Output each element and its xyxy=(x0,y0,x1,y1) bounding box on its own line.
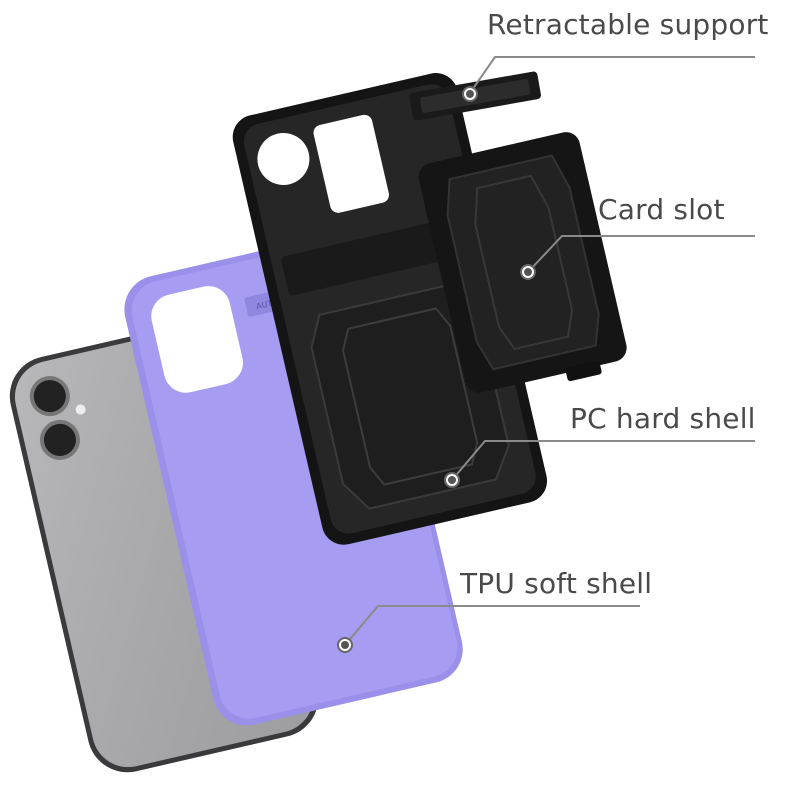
card-slot xyxy=(418,132,627,393)
callout-tpu-soft-shell xyxy=(344,605,640,646)
label-pc-hard-shell: PC hard shell xyxy=(570,402,756,435)
camera-lens-bottom xyxy=(39,419,80,460)
callout-pc-hard-shell xyxy=(451,440,755,481)
label-tpu-soft-shell: TPU soft shell xyxy=(460,567,653,600)
callout-retractable-support xyxy=(469,56,755,94)
camera-cutout xyxy=(151,286,243,393)
label-card-slot: Card slot xyxy=(598,193,725,226)
camera-lens-top xyxy=(29,376,70,417)
callout-card-slot xyxy=(527,235,755,273)
flash xyxy=(75,404,86,415)
label-retractable-support: Retractable support xyxy=(487,8,769,41)
